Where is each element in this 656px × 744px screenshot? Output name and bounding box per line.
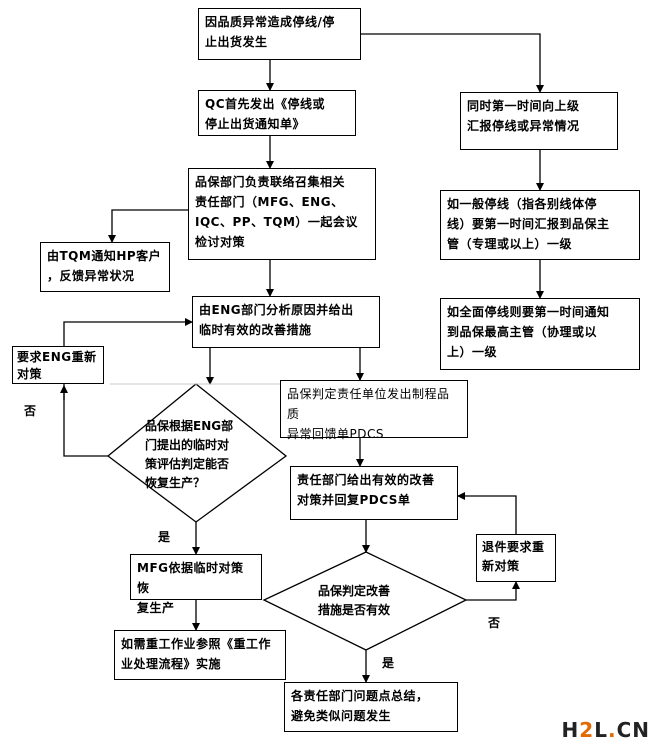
arrow-judge-no-to-redo <box>63 384 108 457</box>
step-full-stop: 如全面停线则要第一时间通知 到品保最高主管（协理或以 上）一级 <box>440 298 640 370</box>
step-quality-issue-occurs: 因品质异常造成停线/停 止出货发生 <box>198 8 361 60</box>
label-no-effective: 否 <box>488 616 501 630</box>
step-qc-issue-notice: QC首先发出《停线或 停止出货通知单》 <box>198 90 356 136</box>
arrow-meeting-to-tqm <box>108 209 188 243</box>
arrow-return-to-reply <box>457 492 517 534</box>
decision-diamond-judge <box>106 383 288 523</box>
arrow-redo-to-eng <box>63 318 193 346</box>
step-general-stop: 如一般停线（指各别线体停 线）要第一时间汇报到品保主 管（专理或以上）一级 <box>440 190 640 260</box>
step-eng-analysis: 由ENG部门分析原因并给出 临时有效的改善措施 <box>192 296 380 348</box>
label-no-judge: 否 <box>24 404 37 418</box>
decision-judge-text: 品保根据ENG部 门提出的临时对 策评估判定能否 恢复生产？ <box>145 419 234 490</box>
step-pdcs-issue: 品保判定责任单位发出制程品质 异常回馈单PDCS <box>280 380 468 441</box>
step-tqm-notify-customer: 由TQM通知HP客户 ，反馈异常状况 <box>40 242 170 292</box>
step-return-redo: 退件要求重 新对策 <box>476 534 556 582</box>
step-mfg-resume: MFG依据临时对策恢 复生产 <box>130 554 262 615</box>
step-rework: 如需重工作业参照《重工作 业处理流程》实施 <box>114 630 286 680</box>
step-eng-redo: 要求ENG重新 对策 <box>12 346 104 384</box>
arrow-start-to-report <box>361 33 544 93</box>
decision-effective-text: 品保判定改善 措施是否有效 <box>318 584 391 617</box>
watermark-logo: H2L.CN <box>561 718 650 742</box>
label-yes-judge: 是 <box>158 530 171 544</box>
step-report-up: 同时第一时间向上级 汇报停线或异常情况 <box>460 92 618 150</box>
label-yes-effective: 是 <box>382 656 395 670</box>
step-summary: 各责任部门问题点总结， 避免类似问题发生 <box>284 682 458 732</box>
arrow-effective-no-to-return <box>466 581 520 601</box>
step-pdcs-reply: 责任部门给出有效的改善 对策并回复PDCS单 <box>290 466 458 520</box>
step-qa-convene-meeting: 品保部门负责联络召集相关 责任部门（MFG、ENG、 IQC、PP、TQM）一起… <box>188 168 376 260</box>
decision-diamond-effective <box>262 551 468 651</box>
